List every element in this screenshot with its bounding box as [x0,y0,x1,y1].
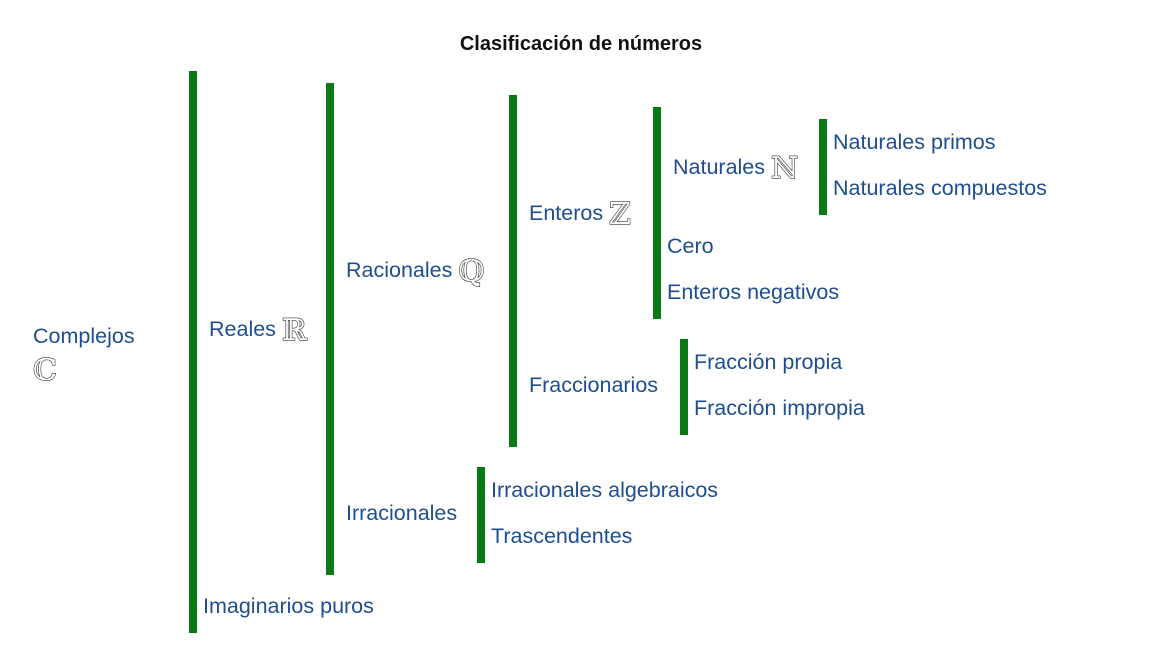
node-reales: Reales ℝ [209,312,307,346]
bracket-enteros [653,107,661,319]
node-racionales-label: Racionales [346,258,453,282]
node-cero: Cero [667,234,714,258]
node-imaginarios: Imaginarios puros [203,594,374,618]
bracket-fraccionarios [680,339,688,435]
bracket-reales [326,83,334,575]
bracket-irracionales [477,467,485,563]
node-enteros-label: Enteros [529,201,604,225]
node-trascendentes: Trascendentes [491,524,633,548]
rational-set-icon: ℚ [458,254,485,289]
node-complejos: Complejos [33,324,135,348]
node-fraccionarios: Fraccionarios [529,373,659,397]
node-reales-label: Reales [209,317,276,341]
real-set-icon: ℝ [281,313,307,348]
node-naturales: Naturales ℕ [673,150,799,184]
node-irracionales: Irracionales [346,501,458,525]
node-racionales: Racionales ℚ [346,253,485,287]
node-fraccion-propia: Fracción propia [694,350,843,374]
diagram-title: Clasificación de números [459,33,703,55]
node-irracionales-algebraicos: Irracionales algebraicos [491,478,719,502]
bracket-racionales [509,95,517,447]
bracket-complejos [189,71,197,633]
bracket-naturales [819,119,827,215]
node-enteros: Enteros ℤ [529,196,632,230]
node-enteros-negativos: Enteros negativos [667,280,840,304]
symbol-complejos: ℂ [32,353,57,388]
node-naturales-primos: Naturales primos [833,130,996,154]
natural-set-icon: ℕ [770,151,799,186]
node-naturales-compuestos: Naturales compuestos [833,176,1047,200]
node-fraccion-impropia: Fracción impropia [694,396,865,420]
integer-set-icon: ℤ [608,197,631,232]
node-complejos-label: Complejos [33,324,135,348]
node-naturales-label: Naturales [673,155,766,179]
complex-set-icon: ℂ [32,353,57,388]
